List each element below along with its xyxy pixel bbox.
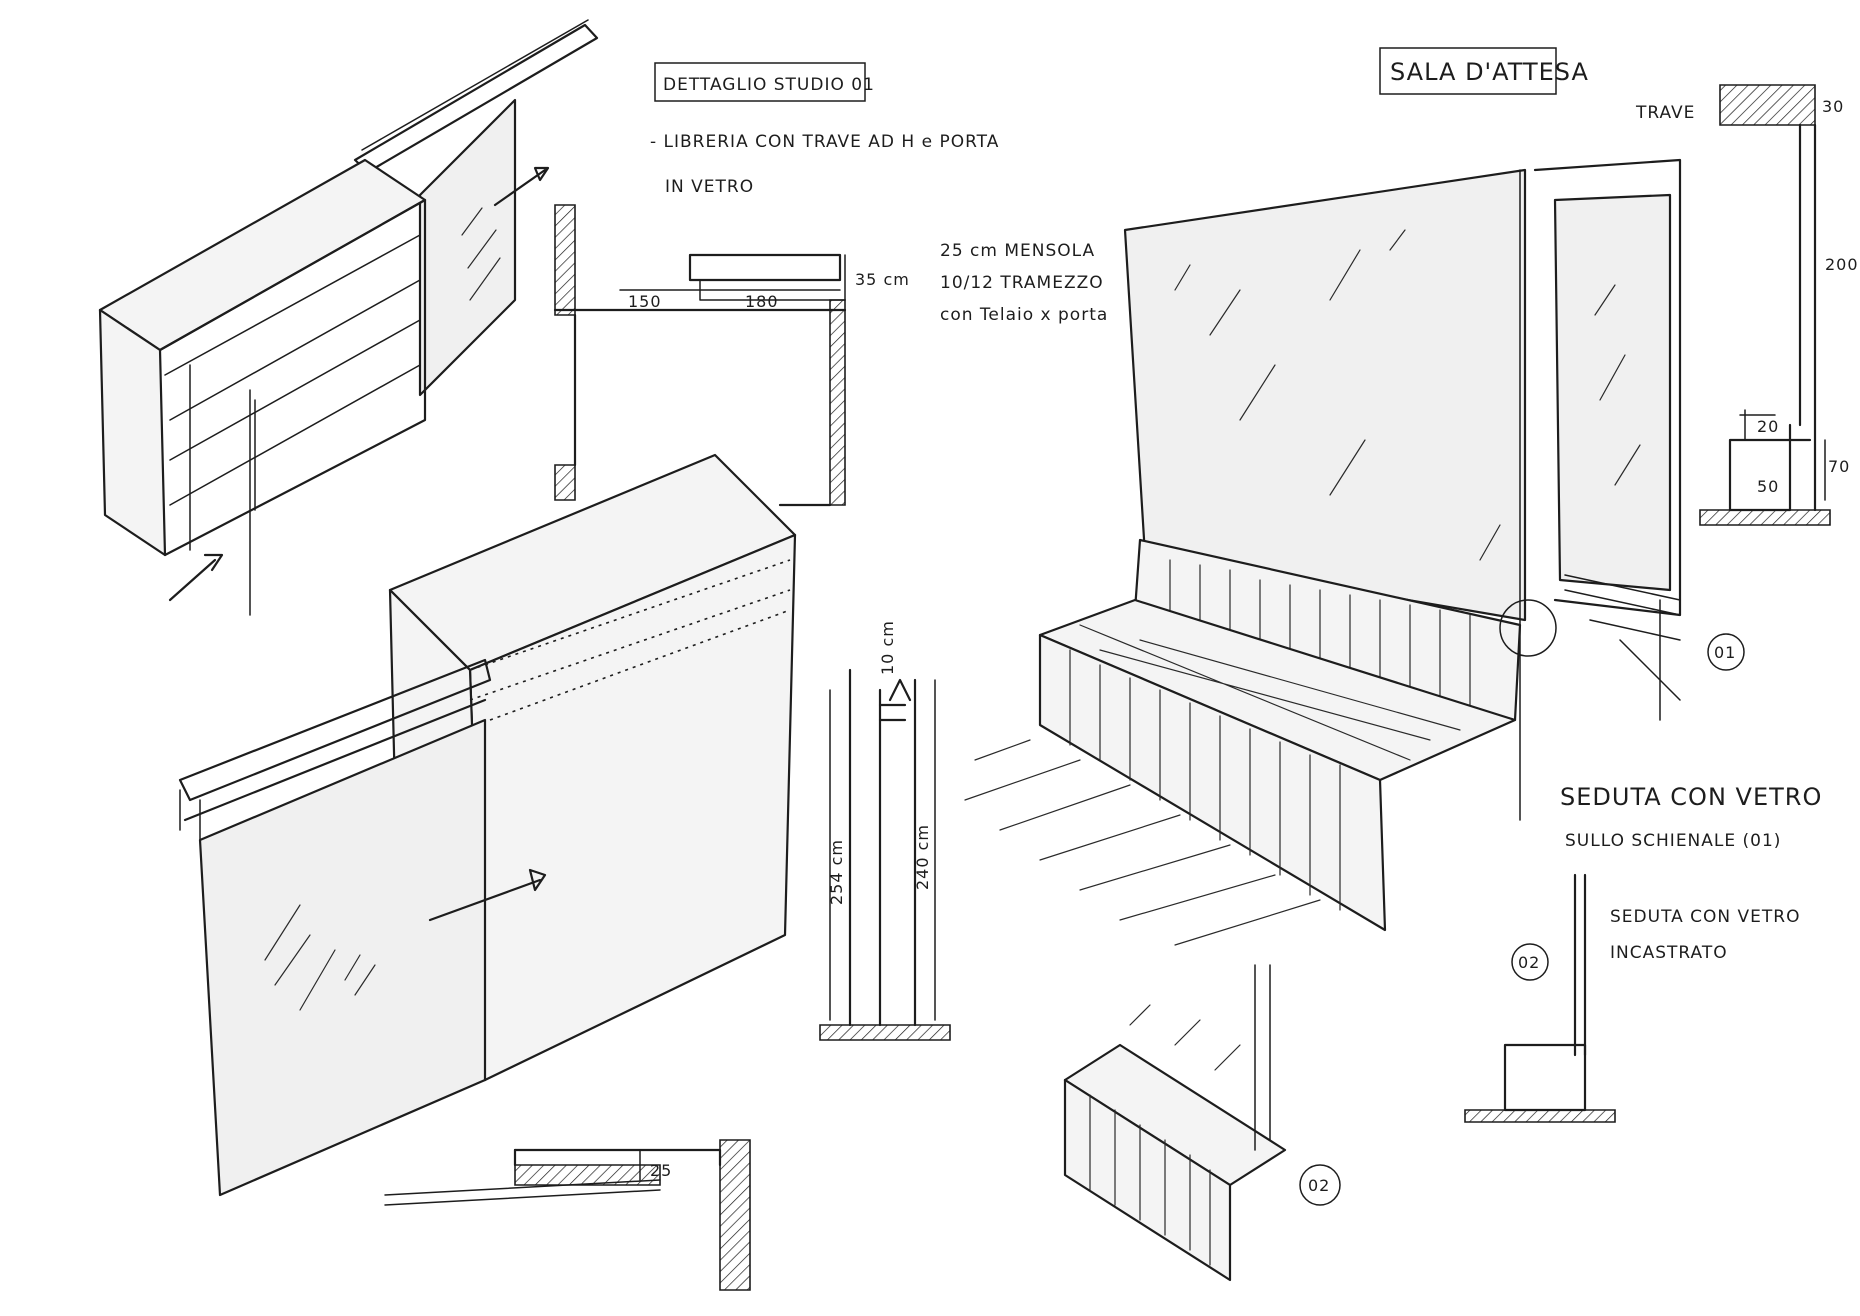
left-note-line2: IN VETRO bbox=[665, 177, 754, 197]
dim-150: 150 bbox=[628, 292, 662, 311]
spec-line1: 25 cm MENSOLA bbox=[940, 241, 1095, 261]
dim-35cm: 35 cm bbox=[855, 270, 910, 289]
dim-20: 20 bbox=[1757, 417, 1779, 436]
marker-02-section: 02 bbox=[1518, 953, 1540, 972]
dim-200: 200 bbox=[1825, 255, 1859, 274]
dim-240cm: 240 cm bbox=[913, 824, 932, 890]
bookcase-large-perspective bbox=[178, 453, 797, 1197]
caption-01-line1: SEDUTA CON VETRO bbox=[1560, 783, 1822, 811]
right-title: SALA D'ATTESA bbox=[1390, 58, 1589, 86]
shelf-detail-section bbox=[384, 1139, 751, 1291]
caption-02-line2: INCASTRATO bbox=[1610, 943, 1728, 963]
right-annotations: SALA D'ATTESA TRAVE 30 200 20 70 50 01 S… bbox=[1308, 47, 1859, 1195]
section-02-bench-glass bbox=[1464, 873, 1616, 1123]
dim-10cm: 10 cm bbox=[878, 620, 897, 675]
section-01-bench-glass bbox=[1699, 84, 1831, 526]
marker-01: 01 bbox=[1714, 643, 1736, 662]
dim-25: 25 bbox=[650, 1161, 672, 1180]
title-frame-right bbox=[1379, 47, 1557, 95]
trave-label: TRAVE bbox=[1635, 103, 1695, 123]
left-title: DETTAGLIO STUDIO 01 bbox=[663, 75, 875, 95]
dim-180: 180 bbox=[745, 292, 779, 311]
left-note-line1: - LIBRERIA CON TRAVE AD H e PORTA bbox=[650, 132, 999, 152]
title-frame-left bbox=[654, 62, 866, 102]
dim-70: 70 bbox=[1828, 457, 1850, 476]
marker-02-circle bbox=[1511, 943, 1549, 981]
dim-30: 30 bbox=[1822, 97, 1844, 116]
plan-section-bookcase bbox=[553, 204, 847, 507]
waiting-room-perspective bbox=[964, 158, 1682, 946]
vertical-section-h-beam bbox=[819, 668, 951, 1041]
spec-line3: con Telaio x porta bbox=[940, 305, 1108, 325]
caption-02-line1: SEDUTA CON VETRO bbox=[1610, 907, 1800, 927]
spec-line2: 10/12 TRAMEZZO bbox=[940, 273, 1104, 293]
marker-02-view: 02 bbox=[1308, 1176, 1330, 1195]
dim-254cm: 254 cm bbox=[827, 839, 846, 905]
marker-01-circle bbox=[1707, 633, 1745, 671]
dim-50: 50 bbox=[1757, 477, 1779, 496]
caption-01-line2: SULLO SCHIENALE (01) bbox=[1565, 831, 1781, 851]
left-annotations: DETTAGLIO STUDIO 01 - LIBRERIA CON TRAVE… bbox=[628, 62, 1108, 1180]
bookcase-small-perspective bbox=[98, 19, 599, 616]
bench-02-perspective bbox=[1063, 964, 1341, 1282]
